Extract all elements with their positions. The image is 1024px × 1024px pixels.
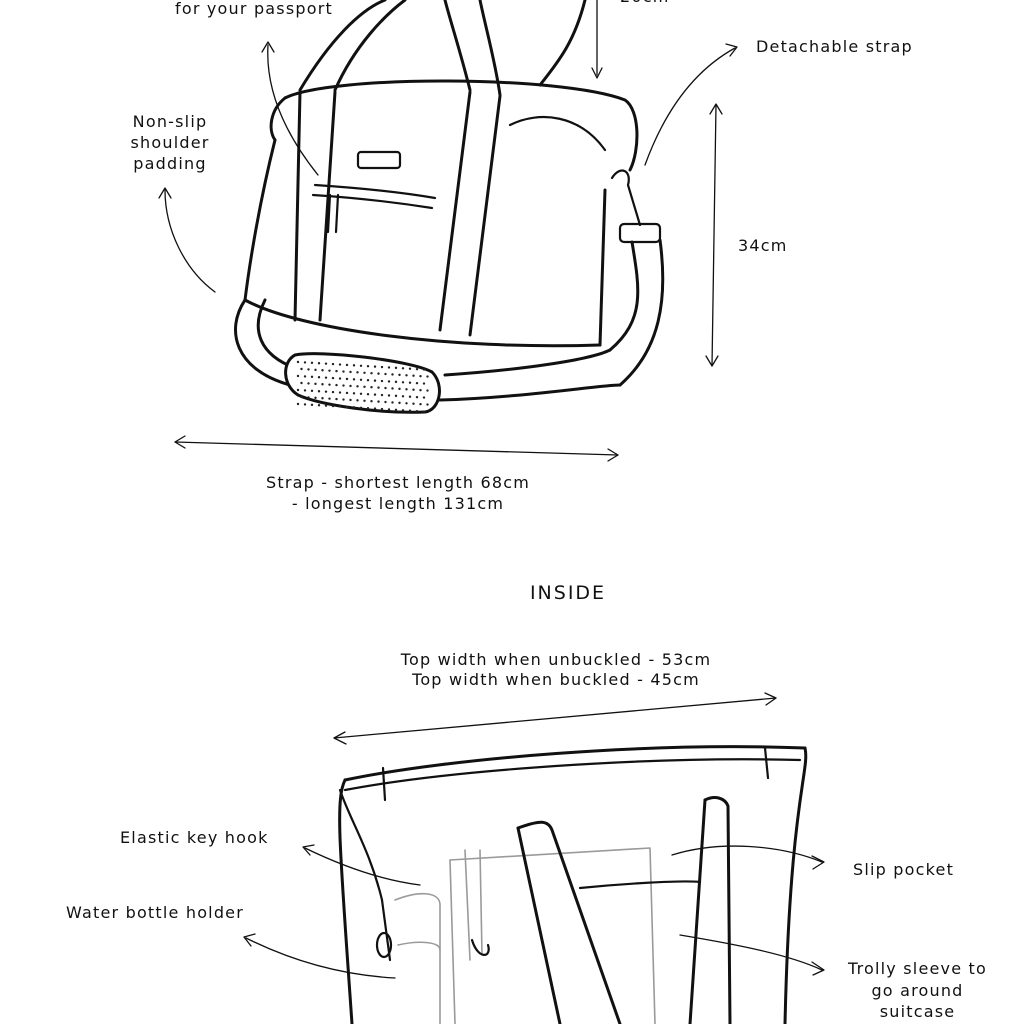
water-bottle-holder-label: Water bottle holder (66, 903, 245, 922)
elastic-key-hook-label: Elastic key hook (120, 828, 269, 847)
trolly-sleeve-line3: suitcase (879, 1002, 956, 1021)
non-slip-label-line3: padding (133, 154, 207, 173)
slip-pocket-label: Slip pocket (853, 860, 955, 879)
passport-pocket-label: for your passport (175, 0, 333, 18)
trolly-sleeve-line2: go around (871, 981, 964, 1000)
top-width-line2: Top width when buckled - 45cm (412, 670, 700, 689)
height-label: 34cm (738, 236, 788, 255)
top-width-line1: Top width when unbuckled - 53cm (400, 650, 712, 669)
strap-length-line1: Strap - shortest length 68cm (266, 473, 530, 492)
strap-length-line2: - longest length 131cm (291, 494, 505, 513)
non-slip-label-line2: shoulder (130, 133, 210, 152)
inside-bag-drawing (243, 692, 825, 1024)
pad-dots (296, 360, 429, 413)
trolly-sleeve-line1: Trolly sleeve to (847, 959, 987, 978)
outside-bag-drawing (158, 0, 738, 462)
top-height-label: 20cm (620, 0, 670, 7)
inside-title: INSIDE (529, 582, 607, 604)
non-slip-label-line1: Non-slip (132, 112, 208, 131)
detachable-strap-label: Detachable strap (756, 37, 913, 56)
